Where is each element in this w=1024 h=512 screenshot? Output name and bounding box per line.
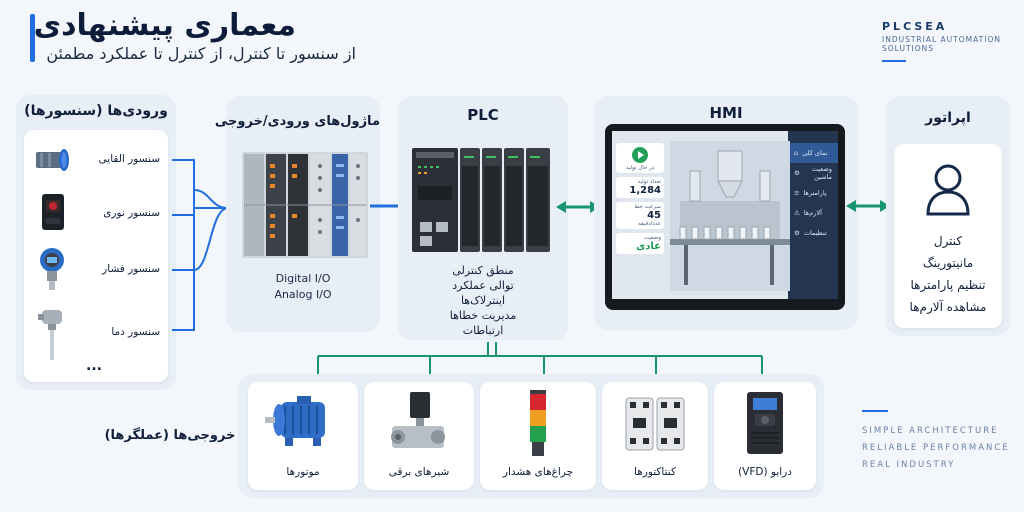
plc-title: PLC: [467, 106, 499, 124]
inductive-sensor-icon: [36, 149, 69, 171]
operator-action-item: تنظیم پارامترها: [910, 278, 986, 292]
hmi-menu-parameters[interactable]: پارامترها≡: [794, 189, 827, 197]
plc-function-item: منطق کنترلی: [452, 264, 514, 277]
hmi-menu-overview[interactable]: نمای کلی⌂: [788, 143, 838, 163]
sensor-item-inductive: سنسور القایی: [30, 140, 164, 180]
hmi-menu-machine-status[interactable]: وضعیت ماشین⚙: [794, 165, 832, 181]
brand-tagline: INDUSTRIAL AUTOMATION SOLUTIONS: [882, 35, 1001, 54]
sensor-item-photo: سنسور نوری: [30, 192, 164, 236]
warning-icon: ⚠: [794, 209, 800, 217]
solenoid-valve-icon: [391, 392, 445, 448]
sensor-label-pressure: سنسور فشار: [102, 263, 160, 275]
tagline-reliable: RELIABLE PERFORMANCE: [862, 443, 1010, 453]
operator-action-item: مانیتورینگ: [922, 256, 974, 270]
outputs-title: خروجی‌ها (عملگرها): [104, 428, 236, 443]
plc-function-item: مدیریت خطاها: [449, 309, 517, 322]
hmi-stat-running: در حال تولید: [616, 143, 664, 173]
plc-function-item: توالی عملکرد: [452, 279, 514, 292]
io-title: ماژول‌های ورودی/خروجی: [214, 114, 380, 129]
output-label-warning-lights: چراغ‌های هشدار: [502, 466, 574, 478]
output-card-valves: شیرهای برقی: [364, 382, 474, 490]
home-icon: ⌂: [794, 149, 799, 157]
contactor-icon: [625, 397, 685, 451]
output-card-warning-lights: چراغ‌های هشدار: [480, 382, 596, 490]
operator-title: اپراتور: [925, 110, 971, 126]
plc-image: [412, 148, 550, 252]
io-caption-analog: Analog I/O: [274, 288, 332, 301]
hmi-stat-status: وضعیت عادی: [616, 233, 664, 254]
settings-icon: ⚙: [794, 229, 800, 237]
tagline-real: REAL INDUSTRY: [862, 460, 956, 470]
output-card-vfd: درایو (VFD): [714, 382, 816, 490]
plc-functions-list: منطق کنترلی توالی عملکرد اینترلاک‌ها مدی…: [398, 263, 568, 338]
brand-name: PLCSEA: [882, 20, 948, 33]
plc-function-item: ارتباطات: [462, 324, 504, 337]
more-sensors-ellipsis: ...: [86, 358, 102, 374]
hmi-sidebar: نمای کلی⌂ وضعیت ماشین⚙ پارامترها≡ آلارم‌…: [788, 131, 838, 299]
output-label-valves: شیرهای برقی: [388, 466, 450, 478]
io-caption-digital: Digital I/O: [275, 272, 331, 285]
user-icon: [926, 164, 970, 216]
hmi-stat-production-count: تعداد تولید 1,284: [616, 177, 664, 198]
inputs-title: ورودی‌ها (سنسورها): [24, 103, 168, 119]
io-modules-image: [242, 152, 368, 258]
sensor-label-temperature: سنسور دما: [111, 326, 160, 338]
play-icon[interactable]: [632, 147, 648, 163]
vfd-drive-icon: [747, 392, 783, 454]
pressure-sensor-icon: [40, 248, 64, 290]
page-title: معماری پیشنهادی: [33, 8, 296, 43]
tagline-simple: SIMPLE ARCHITECTURE: [862, 426, 999, 436]
plc-function-item: اینترلاک‌ها: [460, 294, 506, 307]
brand-underline: [882, 60, 906, 62]
output-label-motors: موتورها: [286, 466, 320, 478]
signal-tower-icon: [530, 390, 546, 456]
gear-icon: ⚙: [794, 169, 800, 177]
sensor-item-pressure: سنسور فشار: [30, 246, 164, 294]
operator-action-item: مشاهده آلارم‌ها: [909, 300, 987, 314]
hmi-title: HMI: [709, 104, 743, 122]
hmi-machine-image: [670, 141, 790, 291]
page-subtitle: از سنسور تا کنترل، از کنترل تا عملکرد مط…: [46, 44, 356, 63]
motor-icon: [265, 396, 325, 446]
output-card-motors: موتورها: [248, 382, 358, 490]
output-label-contactors: کنتاکتورها: [634, 466, 676, 478]
operator-action-item: کنترل: [933, 234, 963, 248]
hmi-menu-alarms[interactable]: آلارم‌ها⚠: [794, 209, 822, 217]
hmi-menu-settings[interactable]: تنظیمات⚙: [794, 229, 827, 237]
sensor-label-photo: سنسور نوری: [103, 207, 160, 219]
title-accent-bar: [30, 14, 35, 62]
sensor-item-temperature: سنسور دما: [30, 304, 164, 362]
hmi-operator-bidirectional-arrow: [846, 200, 890, 212]
operator-card: [894, 144, 1002, 328]
temperature-sensor-icon: [38, 310, 62, 360]
output-card-contactors: کنتاکتورها: [602, 382, 708, 490]
hmi-stats-column: در حال تولید تعداد تولید 1,284 سرعت خط 4…: [616, 143, 664, 258]
sensor-label-inductive: سنسور القایی: [98, 153, 160, 165]
sliders-icon: ≡: [794, 189, 800, 197]
hmi-stat-line-speed: سرعت خط 45 عدد/دقیقه: [616, 202, 664, 229]
output-label-vfd: درایو (VFD): [738, 466, 792, 478]
tagline-accent-line: [862, 410, 888, 412]
photo-sensor-icon: [42, 194, 64, 230]
hmi-screen: نمای کلی⌂ وضعیت ماشین⚙ پارامترها≡ آلارم‌…: [612, 131, 838, 299]
operator-actions-list: کنترل مانیتورینگ تنظیم پارامترها مشاهده …: [894, 230, 1002, 318]
